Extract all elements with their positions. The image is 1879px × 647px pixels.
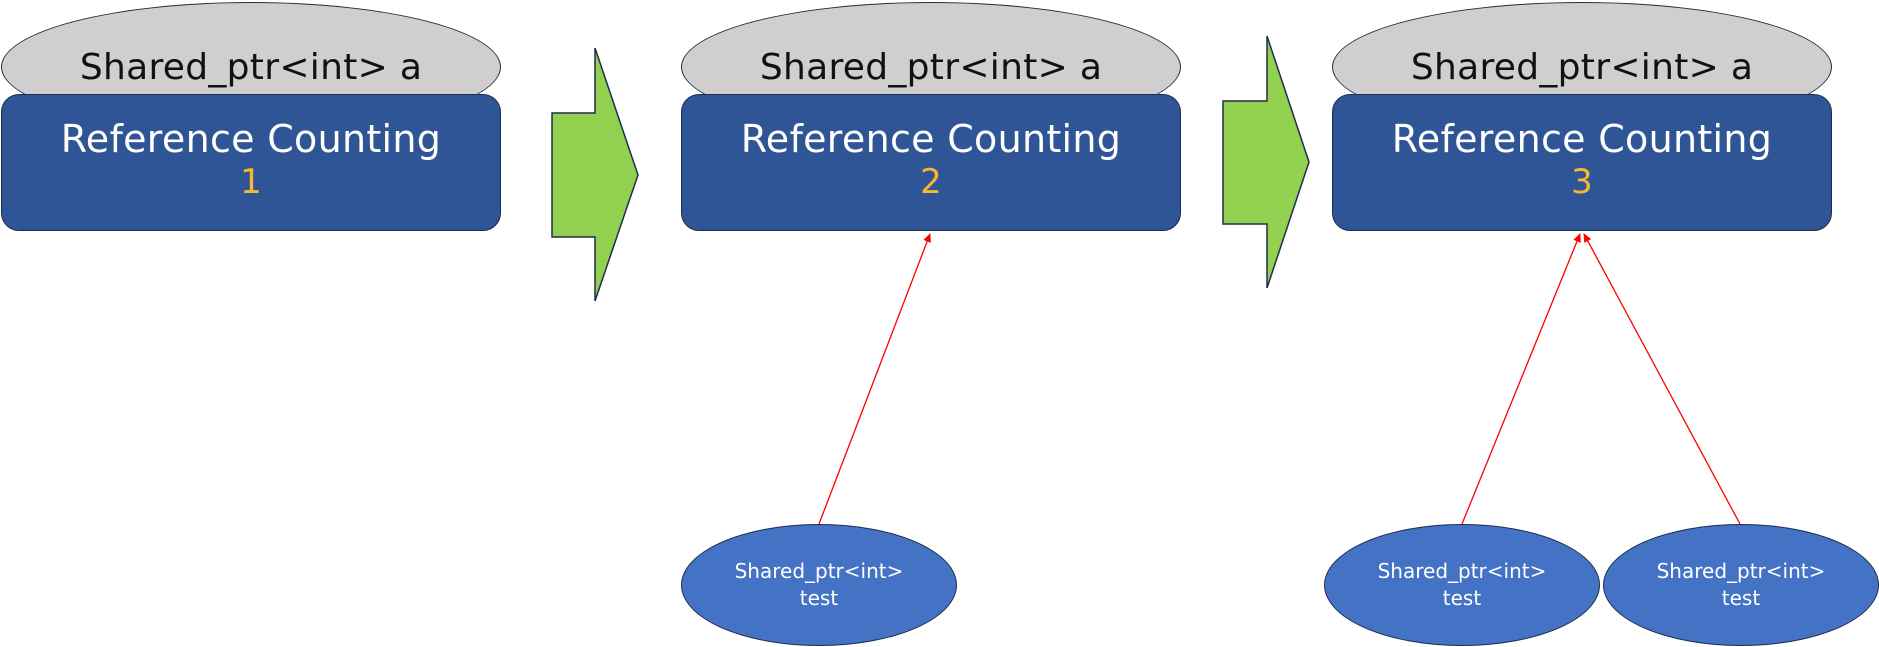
transition-arrow-2 <box>1222 35 1310 289</box>
stage-1-reference-counting-box: Reference Counting 1 <box>1 94 501 231</box>
stage-2-reference-counting-box: Reference Counting 2 <box>681 94 1181 231</box>
reference-link-stage-3-right <box>1583 233 1741 525</box>
stage-2-box-title: Reference Counting <box>740 117 1122 161</box>
stage-3-cap-label: Shared_ptr<int> a <box>1410 47 1754 88</box>
reference-link-stage-3-left <box>1461 233 1581 525</box>
transition-arrow-1 <box>551 47 639 302</box>
stage-3-pointer-test-1: Shared_ptr<int> test <box>1324 524 1600 646</box>
stage-3-box-title: Reference Counting <box>1391 117 1773 161</box>
pointer-type-label: Shared_ptr<int> <box>1377 559 1547 583</box>
pointer-type-label: Shared_ptr<int> <box>1656 559 1826 583</box>
stage-2-pointer-test-1: Shared_ptr<int> test <box>681 524 957 646</box>
pointer-type-label: Shared_ptr<int> <box>734 559 904 583</box>
stage-2-reference-count: 2 <box>920 162 942 202</box>
pointer-name-label: test <box>1721 586 1761 610</box>
stage-2-cap-label: Shared_ptr<int> a <box>759 47 1103 88</box>
stage-1-reference-count: 1 <box>240 162 262 202</box>
stage-3-reference-counting-box: Reference Counting 3 <box>1332 94 1832 231</box>
pointer-name-label: test <box>799 586 839 610</box>
reference-link-stage-2 <box>818 233 931 525</box>
stage-3-pointer-test-2: Shared_ptr<int> test <box>1603 524 1879 646</box>
stage-1-cap-label: Shared_ptr<int> a <box>79 47 423 88</box>
pointer-name-label: test <box>1442 586 1482 610</box>
stage-1-box-title: Reference Counting <box>60 117 442 161</box>
stage-3-reference-count: 3 <box>1571 162 1593 202</box>
